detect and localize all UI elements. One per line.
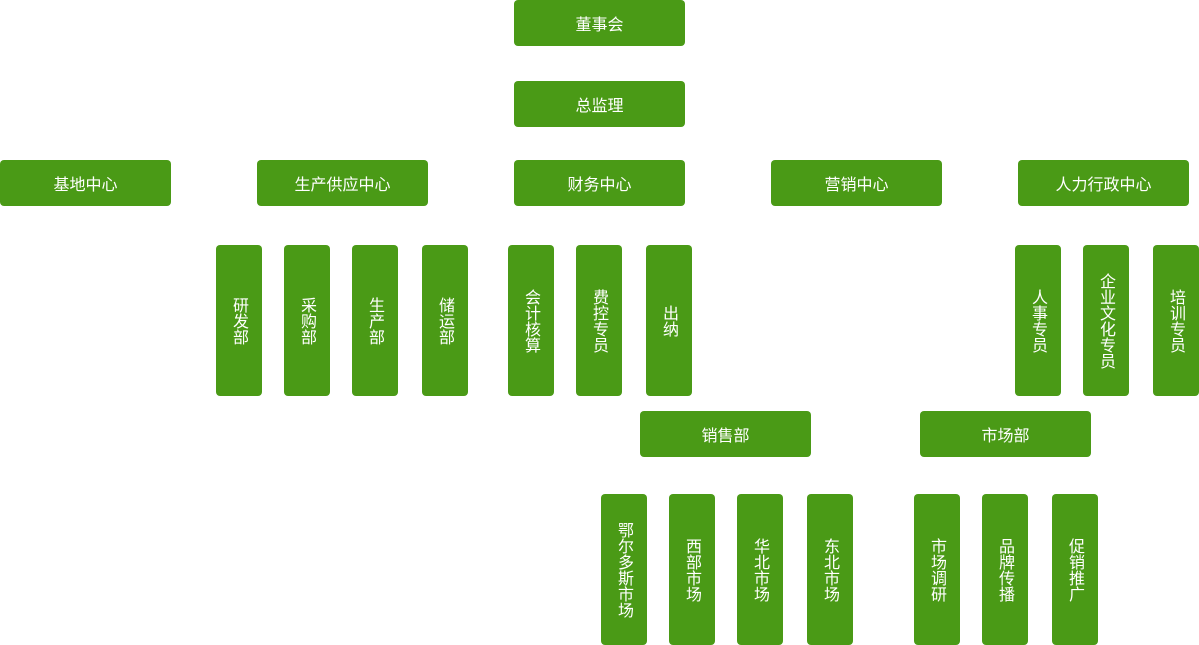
node-north-china-market: 华北市场 [737,494,783,645]
node-label: 市场调研 [928,537,947,602]
node-personnel: 人事专员 [1015,245,1061,396]
node-label: 采购部 [298,296,317,345]
node-purchase-dept: 采购部 [284,245,330,396]
node-label: 东北市场 [821,537,840,602]
node-label: 会计核算 [522,288,541,353]
node-general-supervisor: 总监理 [514,81,685,127]
node-label: 市场部 [981,426,1030,445]
node-hr-center: 人力行政中心 [1018,160,1189,206]
node-west-market: 西部市场 [669,494,715,645]
node-label: 人力行政中心 [1055,175,1152,194]
node-label: 储运部 [436,296,455,345]
node-ordos-market: 鄂尔多斯市场 [601,494,647,645]
node-cost-control: 费控专员 [576,245,622,396]
node-market-dept: 市场部 [920,411,1091,457]
node-marketing-center: 营销中心 [771,160,942,206]
node-label: 销售部 [701,426,750,445]
node-label: 西部市场 [683,537,702,602]
node-northeast-market: 东北市场 [807,494,853,645]
node-label: 华北市场 [751,537,770,602]
node-label: 生产部 [366,296,385,345]
node-supply-center: 生产供应中心 [257,160,428,206]
node-label: 费控专员 [590,288,609,353]
node-label: 营销中心 [824,175,889,194]
node-label: 鄂尔多斯市场 [615,521,634,618]
node-brand-comm: 品牌传播 [982,494,1028,645]
node-label: 培训专员 [1167,288,1186,353]
node-accounting: 会计核算 [508,245,554,396]
node-market-research: 市场调研 [914,494,960,645]
node-label: 研发部 [230,296,249,345]
node-board: 董事会 [514,0,685,46]
node-base-center: 基地中心 [0,160,171,206]
node-cashier: 出纳 [646,245,692,396]
node-training: 培训专员 [1153,245,1199,396]
node-label: 生产供应中心 [294,175,391,194]
node-production-dept: 生产部 [352,245,398,396]
node-label: 总监理 [575,96,624,115]
node-label: 人事专员 [1029,288,1048,353]
node-label: 基地中心 [53,175,118,194]
node-label: 财务中心 [567,175,632,194]
node-storage-dept: 储运部 [422,245,468,396]
node-rd-dept: 研发部 [216,245,262,396]
node-promotion: 促销推广 [1052,494,1098,645]
node-label: 品牌传播 [996,537,1015,602]
node-finance-center: 财务中心 [514,160,685,206]
node-sales-dept: 销售部 [640,411,811,457]
node-label: 促销推广 [1066,537,1085,602]
node-label: 董事会 [575,15,624,34]
node-label: 出纳 [660,304,679,337]
node-label: 企业文化专员 [1097,272,1116,369]
node-culture: 企业文化专员 [1083,245,1129,396]
